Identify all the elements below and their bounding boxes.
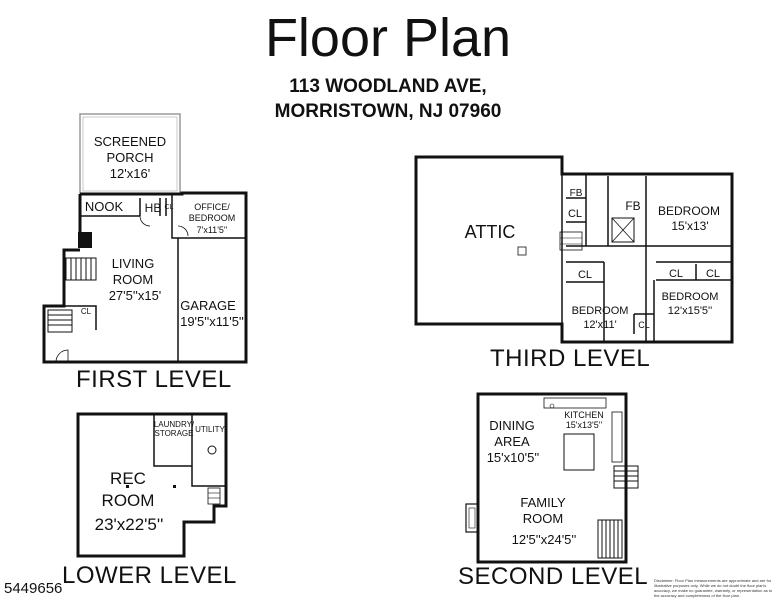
third-level-plan	[414, 155, 734, 344]
lower-level-labels: LAUNDRY/ STORAGE UTILITY REC ROOM 23'x22…	[95, 420, 226, 534]
attic-label: ATTIC	[465, 222, 516, 242]
third-level-labels: ATTIC FB CL FB BEDROOM 15'x13' CL CL CL …	[465, 188, 720, 331]
third-closet-4-label: CL	[706, 268, 720, 280]
first-level-outer-wall	[42, 191, 248, 364]
garage-size: 19'5''x11'5''	[180, 314, 244, 329]
stair-closet-label: CL	[81, 307, 92, 316]
disclaimer-text: Disclaimer: Floor Plan measurements are …	[654, 578, 773, 598]
full-bath-1-label: FB	[570, 188, 583, 199]
bedroom-1-size: 15'x13'	[671, 219, 708, 233]
bedroom-2-size: 12'x11'	[583, 319, 616, 331]
rec-room-name-2: ROOM	[102, 491, 155, 510]
third-closet-5-label: CL	[638, 320, 650, 330]
nook-label: NOOK	[85, 199, 124, 214]
kitchen-size: 15'x13'5''	[566, 420, 603, 430]
office-size: 7'x11'5''	[197, 225, 228, 235]
floor-plan-title: Floor Plan	[264, 8, 512, 68]
third-level-label: THIRD LEVEL	[490, 345, 651, 372]
half-bath-label: HB	[145, 201, 162, 215]
living-name-1: LIVING	[112, 256, 155, 271]
bedroom-3-name: BEDROOM	[662, 291, 719, 303]
first-level-labels: SCREENED PORCH 12'x16' NOOK HB CL OFFICE…	[81, 134, 244, 329]
lower-level-outer-wall	[76, 412, 228, 558]
office-name-2: BEDROOM	[189, 213, 236, 223]
laundry-name-1: LAUNDRY/	[154, 420, 195, 429]
dining-name-1: DINING	[489, 418, 535, 433]
kitchen-island	[563, 433, 595, 471]
first-level-plan	[42, 113, 248, 364]
utility-label: UTILITY	[195, 425, 225, 434]
second-level-plan	[465, 392, 639, 564]
bedroom-3-size: 12'x15'5''	[668, 305, 713, 317]
dining-name-2: AREA	[494, 434, 530, 449]
full-bath-2-label: FB	[625, 199, 640, 213]
address-city: MORRISTOWN, NJ 07960	[274, 101, 502, 122]
kitchen-name: KITCHEN	[564, 410, 604, 420]
lower-level-label: LOWER LEVEL	[62, 562, 237, 589]
address-street: 113 WOODLAND AVE,	[289, 76, 487, 97]
office-name-1: OFFICE/	[194, 202, 230, 212]
rec-room-name-1: REC	[110, 469, 146, 488]
second-level-label: SECOND LEVEL	[458, 563, 649, 590]
second-level-stairs	[597, 465, 639, 559]
living-name-2: ROOM	[113, 272, 153, 287]
family-size: 12'5''x24'5''	[512, 532, 577, 547]
third-closet-3-label: CL	[669, 268, 683, 280]
third-closet-1-label: CL	[568, 208, 582, 220]
second-level-labels: KITCHEN 15'x13'5'' DINING AREA 15'x10'5'…	[487, 410, 604, 547]
third-level-outer-wall	[414, 155, 734, 344]
family-name-1: FAMILY	[520, 495, 566, 510]
porch-name-1: SCREENED	[94, 134, 166, 149]
bedroom-1-name: BEDROOM	[658, 204, 720, 218]
living-size: 27'5''x15'	[109, 288, 162, 303]
porch-size: 12'x16'	[110, 166, 150, 181]
rec-room-size: 23'x22'5''	[95, 515, 164, 534]
fireplace	[465, 503, 479, 533]
first-level-stairs	[47, 257, 97, 333]
dining-size: 15'x10'5''	[487, 450, 540, 465]
listing-number: 5449656	[4, 580, 63, 597]
closet-label: CL	[165, 204, 174, 211]
garage-name: GARAGE	[180, 298, 236, 313]
lower-level-plan	[76, 412, 228, 558]
laundry-name-2: STORAGE	[155, 429, 194, 438]
porch-name-2: PORCH	[107, 150, 154, 165]
first-level-label: FIRST LEVEL	[76, 366, 232, 393]
bedroom-2-name: BEDROOM	[572, 305, 629, 317]
family-name-2: ROOM	[523, 511, 563, 526]
third-closet-2-label: CL	[578, 269, 592, 281]
